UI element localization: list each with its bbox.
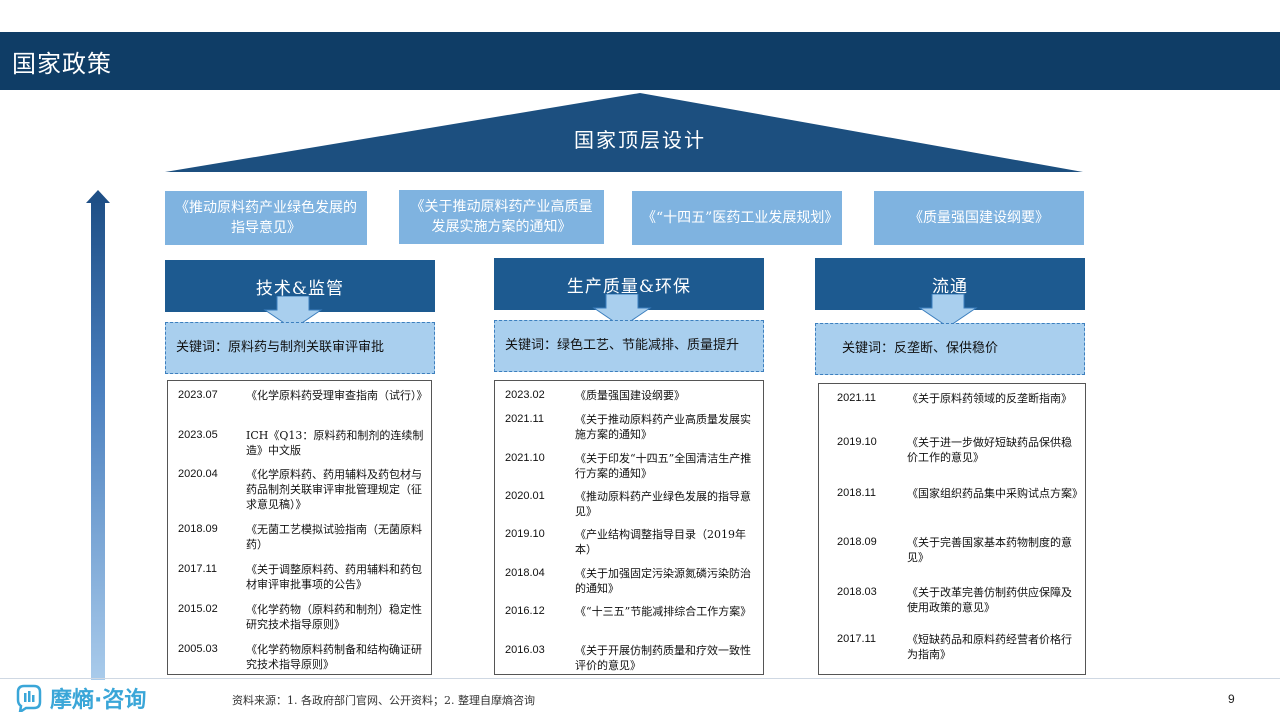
list-item-title: 《关于加强固定污染源氮磷污染防治的通知》 [575, 567, 751, 595]
list-item-date: 2018.11 [837, 487, 876, 499]
down-arrow-icon [918, 294, 978, 328]
list-item-date: 2017.11 [837, 633, 876, 645]
list-item-date: 2020.01 [505, 490, 545, 502]
roof-shape [165, 93, 1083, 172]
list-item-date: 2021.11 [505, 413, 544, 425]
list-item-title: 《推动原料药产业绿色发展的指导意见》 [575, 490, 751, 518]
list-item-title: 《关于进一步做好短缺药品保供稳价工作的意见》 [907, 436, 1072, 464]
policy-list-production-quality: 2023.02 《质量强国建设纲要》 2021.11 《关于推动原料药产业高质量… [494, 380, 764, 675]
list-item-title: 《短缺药品和原料药经营者价格行为指南》 [907, 633, 1072, 661]
list-item-title: 《关于原料药领域的反垄断指南》 [907, 392, 1072, 405]
list-item-date: 2020.04 [178, 468, 218, 480]
list-item-title: 《化学药物原料药制备和结构确证研究技术指导原则》 [246, 643, 422, 671]
roof-title: 国家顶层设计 [574, 128, 706, 152]
page-number: 9 [1228, 692, 1235, 706]
keywords-tech-regulation: 关键词：原料药与制剂关联审评审批 [165, 322, 435, 374]
list-item-title: 《关于调整原料药、药用辅料和药包材审评审批事项的公告》 [246, 563, 422, 591]
policy-box-1: 《推动原料药产业绿色发展的指导意见》 [165, 191, 367, 245]
list-item-date: 2021.10 [505, 452, 545, 464]
list-item-date: 2017.11 [178, 563, 217, 575]
list-item-title: 《关于完善国家基本药物制度的意见》 [907, 536, 1072, 564]
list-item-date: 2018.04 [505, 567, 545, 579]
keywords-circulation: 关键词：反垄断、保供稳价 [815, 323, 1085, 375]
list-item-date: 2023.07 [178, 389, 218, 401]
policy-box-4: 《质量强国建设纲要》 [874, 191, 1084, 245]
keywords-production-quality: 关键词：绿色工艺、节能减排、质量提升 [494, 320, 764, 372]
list-item-title: 《关于开展仿制药质量和疗效一致性评价的意见》 [575, 644, 751, 672]
policy-box-2: 《关于推动原料药产业高质量发展实施方案的通知》 [399, 190, 604, 244]
list-item-date: 2023.05 [178, 429, 218, 441]
down-arrow-icon [592, 294, 652, 328]
down-arrow-icon [263, 296, 323, 330]
list-item-title: 《质量强国建设纲要》 [575, 389, 685, 402]
list-item-date: 2021.11 [837, 392, 876, 404]
list-item-date: 2018.09 [178, 523, 218, 535]
list-item-title: 《关于推动原料药产业高质量发展实施方案的通知》 [575, 413, 751, 441]
list-item-date: 2018.03 [837, 586, 877, 598]
footer-divider [0, 678, 1280, 679]
list-item-title: 《无菌工艺模拟试验指南（无菌原料药） [246, 523, 422, 551]
list-item-title: 《化学原料药受理审查指南（试行）》 [246, 389, 428, 402]
vertical-arrow-shaft [91, 200, 105, 680]
logo-icon [16, 684, 42, 712]
list-item-date: 2005.03 [178, 643, 218, 655]
list-item-date: 2015.02 [178, 603, 218, 615]
list-item-date: 2019.10 [505, 528, 545, 540]
policy-list-tech-regulation: 2023.07 《化学原料药受理审查指南（试行）》 2023.05 ICH《Q1… [167, 380, 432, 675]
source-note: 资料来源：1. 各政府部门官网、公开资料；2. 整理自摩熵咨询 [232, 694, 535, 707]
list-item-date: 2019.10 [837, 436, 877, 448]
list-item-title: 《产业结构调整指导目录（2019年本） [575, 528, 746, 556]
page-title: 国家政策 [12, 50, 112, 78]
list-item-title: 《化学药物（原料药和制剂）稳定性研究技术指导原则》 [246, 603, 422, 631]
policy-box-3: 《“十四五”医药工业发展规划》 [632, 191, 842, 245]
policy-list-circulation: 2021.11 《关于原料药领域的反垄断指南》 2019.10 《关于进一步做好… [818, 383, 1086, 675]
list-item-date: 2023.02 [505, 389, 545, 401]
list-item-title: 《“十三五”节能减排综合工作方案》 [575, 605, 752, 618]
list-item-date: 2016.03 [505, 644, 545, 656]
list-item-title: 《关于印发“十四五”全国清洁生产推行方案的通知》 [575, 452, 752, 480]
up-arrow-icon [86, 190, 110, 203]
logo-text: 摩熵·咨询 [50, 688, 147, 713]
list-item-date: 2016.12 [505, 605, 545, 617]
list-item-title: ICH《Q13：原料药和制剂的连续制造》中文版 [246, 429, 424, 457]
list-item-title: 《关于改革完善仿制药供应保障及使用政策的意见》 [907, 586, 1072, 614]
list-item-title: 《国家组织药品集中采购试点方案》 [907, 487, 1083, 500]
company-logo: 摩熵·咨询 [14, 683, 146, 713]
list-item-title: 《化学原料药、药用辅料及药包材与药品制剂关联审评审批管理规定（征求意见稿）》 [246, 468, 422, 511]
header-bar: 国家政策 [0, 32, 1280, 90]
list-item-date: 2018.09 [837, 536, 877, 548]
